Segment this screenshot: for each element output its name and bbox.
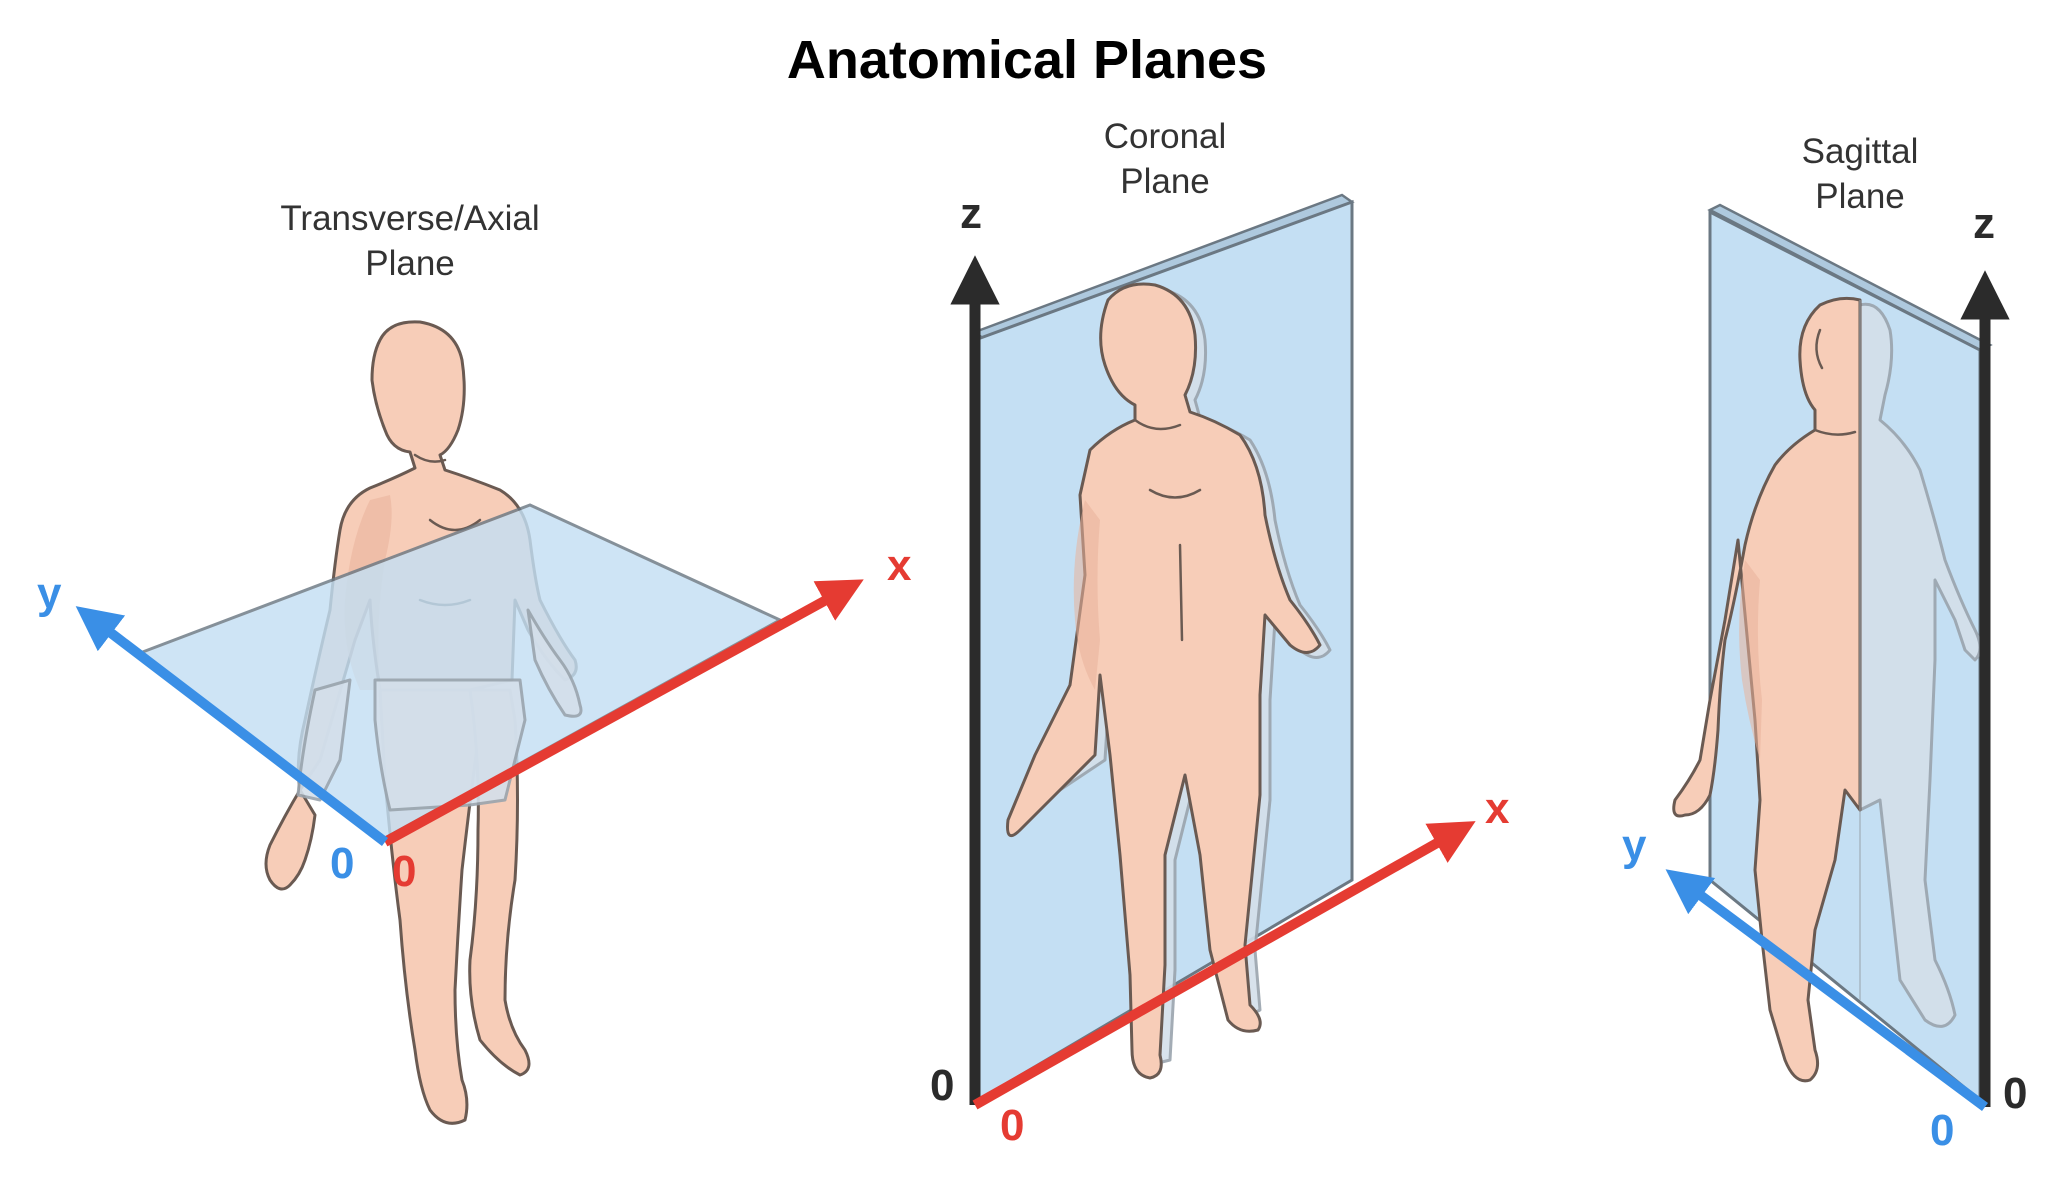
transverse-y-label: y [37,569,62,618]
transverse-origin-x: 0 [392,847,416,896]
coronal-origin-z: 0 [930,1061,954,1110]
transverse-origin-y: 0 [330,839,354,888]
transverse-label-line2: Plane [365,244,455,283]
sagittal-label-line2: Plane [1815,177,1905,216]
diagram-title: Anatomical Planes [787,30,1267,90]
coronal-figure [1006,282,1332,1080]
sagittal-origin-y: 0 [1930,1106,1954,1155]
coronal-label-line1: Coronal [1104,117,1227,156]
transverse-y-axis [75,606,389,846]
transverse-label-line1: Transverse/Axial [280,199,539,238]
transverse-panel: Transverse/Axial Plane x y 0 0 [37,199,912,1125]
coronal-x-axis [972,821,1476,1110]
transverse-x-label: x [887,541,912,590]
coronal-origin-x: 0 [1000,1101,1024,1150]
coronal-x-label: x [1485,784,1510,833]
sagittal-y-axis [1665,869,1988,1112]
sagittal-origin-z: 0 [2003,1069,2027,1118]
transverse-x-axis [382,579,864,847]
sagittal-figure [1672,296,1862,1083]
sagittal-panel: Sagittal Plane z y 0 0 [1622,132,2027,1155]
sagittal-y-label: y [1622,821,1647,870]
coronal-panel: Coronal Plane z x 0 0 [930,117,1510,1150]
coronal-label-line2: Plane [1120,162,1210,201]
sagittal-ghost-half [1858,302,1982,1028]
sagittal-label-line1: Sagittal [1802,132,1919,171]
sagittal-z-label: z [1973,199,1995,248]
coronal-z-label: z [960,189,982,238]
